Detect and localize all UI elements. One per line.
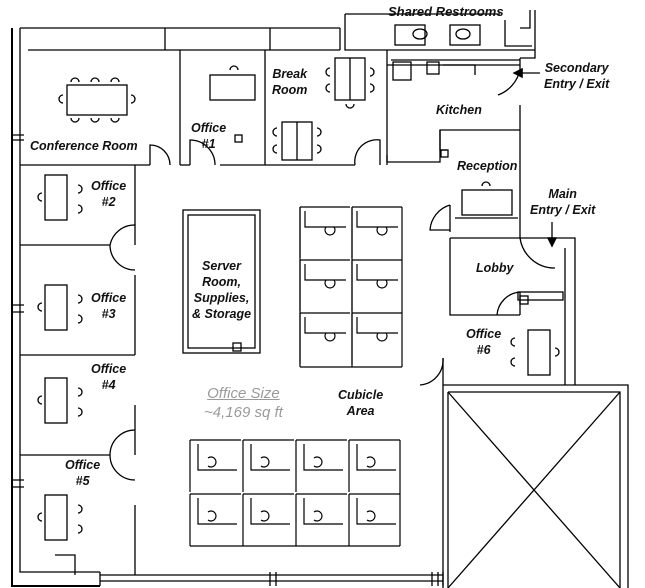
cubicle-partition	[295, 439, 347, 492]
office-1-desk	[209, 65, 256, 143]
cubicle-partition	[189, 439, 241, 492]
server-room	[182, 209, 261, 354]
restroom-block	[344, 13, 535, 51]
cubicle-chair	[207, 456, 217, 468]
cubicle-chair	[324, 279, 336, 289]
cubicle-chair	[376, 332, 388, 342]
cubicle-frame	[190, 440, 401, 547]
kitchen-label: Kitchen	[436, 103, 482, 117]
conference-table	[58, 77, 136, 123]
cubicle-desk	[303, 444, 343, 471]
office-4-desk	[37, 377, 83, 424]
cubicle-desk	[304, 211, 346, 228]
cubicle-desk	[303, 498, 343, 525]
cubicle-desk	[250, 498, 290, 525]
cubicle-desk	[250, 444, 290, 471]
office-5-label: Office #5	[65, 458, 101, 488]
cubicle-chair	[366, 510, 376, 522]
doors	[109, 69, 556, 481]
office-size-value: ~4,169 sq ft	[204, 404, 283, 421]
kitchen-counter	[439, 130, 449, 158]
secondary-entry-label: Secondary Entry / Exit	[544, 61, 610, 91]
office-2-desk	[37, 174, 83, 221]
cubicle-desk	[356, 444, 396, 471]
conference-room-label: Conference Room	[30, 139, 138, 153]
lobby-seating	[517, 291, 564, 305]
cubicle-desk	[304, 317, 346, 334]
office-6-label: Office #6	[466, 327, 502, 357]
cubicle-chair	[376, 279, 388, 289]
cubicle-partition	[348, 439, 400, 492]
cubicle-chair	[366, 456, 376, 468]
cubicle-chair	[313, 456, 323, 468]
office-6-desk	[510, 329, 560, 376]
office-5-desk	[37, 494, 83, 541]
cubicle-partition	[295, 493, 347, 546]
reception-desk	[455, 181, 518, 219]
cubicle-chair	[260, 456, 270, 468]
office-4-label: Office #4	[91, 362, 127, 392]
cubicle-desk	[197, 444, 237, 471]
cubicle-partition	[242, 493, 294, 546]
shared-restrooms-label: Shared Restrooms	[388, 4, 504, 19]
main-entry-label: Main Entry / Exit	[530, 187, 596, 217]
lobby-label: Lobby	[476, 261, 514, 275]
office-size-title: Office Size	[207, 385, 280, 402]
break-room-label: Break Room	[272, 67, 308, 97]
break-room-furniture	[272, 57, 520, 161]
cubicle-chair	[207, 510, 217, 522]
cubicle-partition	[189, 493, 241, 546]
server-room-label: Server Room, Supplies, & Storage	[192, 259, 252, 321]
office-size-note: Office Size ~4,169 sq ft	[204, 384, 283, 422]
cubicle-chair	[324, 226, 336, 236]
cubicle-partition	[242, 439, 294, 492]
cubicle-chair	[260, 510, 270, 522]
office-3-desk	[37, 284, 83, 331]
cubicle-desk	[304, 264, 346, 281]
cubicle-desk	[356, 264, 398, 281]
cubicle-desk	[197, 498, 237, 525]
wall-ticks	[12, 28, 439, 586]
cubicle-desk	[356, 498, 396, 525]
cubicle-cluster	[189, 206, 403, 547]
cubicle-frame	[299, 207, 403, 368]
office-1-label: Office #1	[191, 121, 227, 151]
cubicle-area-label: Cubicle Area	[338, 388, 384, 418]
cubicle-chair	[313, 510, 323, 522]
cubicle-desk	[356, 211, 398, 228]
office-3-label: Office #3	[91, 291, 127, 321]
office-2-label: Office #2	[91, 179, 127, 209]
reception-label: Reception	[457, 159, 518, 173]
cubicle-chair	[376, 226, 388, 236]
cubicle-partition	[348, 493, 400, 546]
cubicle-chair	[324, 332, 336, 342]
cubicle-desk	[356, 317, 398, 334]
